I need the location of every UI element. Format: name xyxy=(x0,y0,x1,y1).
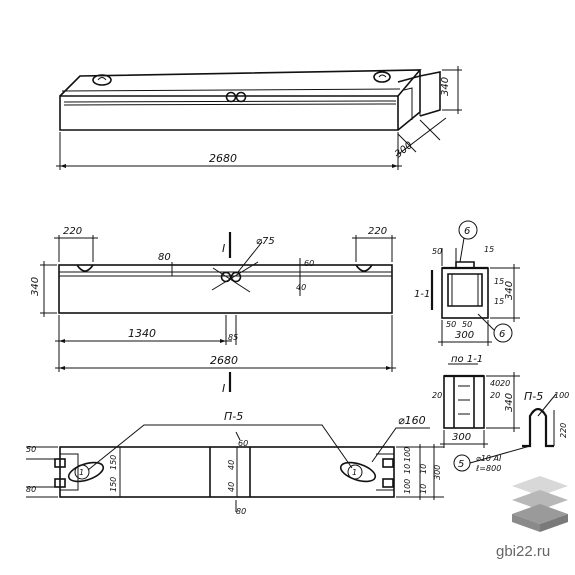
top-right-100-b-label: 100 xyxy=(403,479,412,494)
top-left-50-label: 50 xyxy=(26,445,36,454)
hole-dia-label: ⌀75 xyxy=(256,236,275,247)
section-cut-label: 1-1 xyxy=(414,289,430,300)
loop-name-right: П-5 xyxy=(524,390,543,403)
iso-height-label: 340 xyxy=(440,77,451,96)
sec2-20-c-label: 20 xyxy=(500,379,510,388)
front-40-label: 40 xyxy=(296,283,306,292)
sec2-300-label: 300 xyxy=(452,432,471,443)
callout-1-right: 1 xyxy=(352,468,357,477)
top-left-80-label: 80 xyxy=(26,485,36,494)
loop-bar-label: ⌀10 AI xyxy=(476,454,502,463)
callout-5: 5 xyxy=(458,459,464,470)
sec-50-top-label: 50 xyxy=(432,247,442,256)
section-title: по 1-1 xyxy=(451,354,483,365)
top-right-10-label: 10 xyxy=(403,464,412,474)
sec-15-label: 15 xyxy=(494,277,504,286)
front-80-label: 80 xyxy=(158,252,171,263)
top-right-100-label: 100 xyxy=(403,447,412,462)
callout-1-left: 1 xyxy=(79,468,84,477)
top-right-300-label: 300 xyxy=(433,465,442,480)
sec2-20-left-label: 20 xyxy=(432,391,442,400)
top-right-10-b-label: 10 xyxy=(419,464,428,474)
sec2-20-b-label: 20 xyxy=(490,391,500,400)
iso-width-label: 300 xyxy=(393,140,415,160)
lifting-loop-detail: П-5 100 220 5 ⌀10 AI ℓ=800 xyxy=(453,390,569,473)
front-end-right-label: 220 xyxy=(368,226,387,237)
loop-len-label: ℓ=800 xyxy=(475,464,501,473)
section-view-po-1-1: по 1-1 20 40 20 20 340 300 xyxy=(432,354,520,448)
callout-6-top: 6 xyxy=(464,226,470,237)
top-right-10-c-label: 10 xyxy=(419,484,428,494)
front-60-label: 60 xyxy=(304,259,314,268)
front-length-label: 2680 xyxy=(210,354,238,367)
iso-length-label: 2680 xyxy=(209,152,237,165)
top-view: 1 1 П-5 ⌀160 150 150 40 40 60 80 50 80 1… xyxy=(26,410,444,516)
pipe-dia-label: ⌀160 xyxy=(398,414,426,427)
top-40-a-label: 40 xyxy=(227,460,236,470)
cross-section-1-1: 1-1 6 50 15 15 15 340 50 50 300 6 xyxy=(414,220,520,346)
isometric-view: 2680 340 300 xyxy=(56,66,462,170)
sec-50-b-label: 50 xyxy=(462,320,472,329)
front-end-left-label: 220 xyxy=(63,226,82,237)
sec-300-label: 300 xyxy=(455,330,474,341)
sec-50-a-label: 50 xyxy=(446,320,456,329)
watermark-text: gbi22.ru xyxy=(496,543,550,560)
top-60-label: 60 xyxy=(238,439,248,448)
sec-340-label: 340 xyxy=(504,281,515,300)
top-80-label: 80 xyxy=(236,507,246,516)
sec2-340-label: 340 xyxy=(504,393,515,412)
loop-100-label: 100 xyxy=(554,391,569,400)
sec-15-top-label: 15 xyxy=(484,245,494,254)
sec2-40-label: 40 xyxy=(490,379,500,388)
front-height-label: 340 xyxy=(30,277,41,296)
watermark-logo-icon xyxy=(512,476,568,532)
top-150-b-label: 150 xyxy=(109,477,118,492)
front-85-label: 85 xyxy=(228,333,238,342)
loop-220-label: 220 xyxy=(559,423,568,438)
watermark: gbi22.ru xyxy=(496,476,568,560)
front-half-label: 1340 xyxy=(128,327,156,340)
top-150-a-label: 150 xyxy=(109,455,118,470)
loop-name-top: П-5 xyxy=(224,410,243,423)
section-mark-bottom: I xyxy=(222,382,225,395)
section-mark-top: I xyxy=(222,242,225,255)
callout-6-bottom: 6 xyxy=(499,329,505,340)
top-40-b-label: 40 xyxy=(227,482,236,492)
sec-15-b-label: 15 xyxy=(494,297,504,306)
front-view: 220 220 I ⌀75 80 60 40 340 1340 85 xyxy=(30,226,396,395)
